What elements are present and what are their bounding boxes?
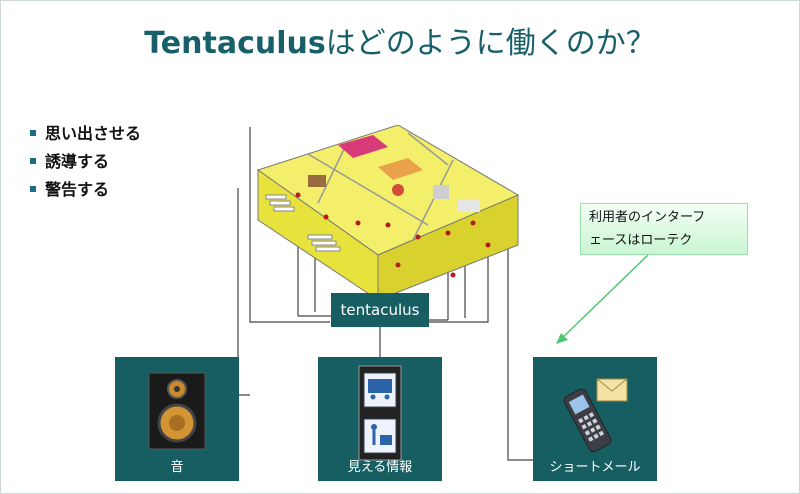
- device-visual-info: 見える情報: [318, 357, 442, 481]
- device-short-mail: ショートメール: [533, 357, 657, 481]
- house-floorplan-image: [256, 125, 520, 301]
- title-main: Tentaculus: [144, 26, 326, 61]
- callout-line: 利用者のインターフ: [589, 210, 706, 225]
- slide-title: Tentaculusはどのように働くのか？: [0, 18, 800, 62]
- title-rest: はどのように働くのか？: [325, 26, 656, 61]
- display-panel-icon: [358, 365, 402, 461]
- bullet-item: 誘導する: [30, 148, 141, 176]
- bullet-text: 誘導する: [45, 152, 110, 171]
- device-label: 音: [170, 460, 184, 475]
- bullet-text: 思い出させる: [45, 124, 142, 143]
- device-label: ショートメール: [549, 460, 641, 475]
- mobile-phone-icon: [563, 378, 628, 453]
- bullet-square-icon: [30, 129, 36, 136]
- bullet-square-icon: [30, 157, 36, 164]
- speaker-icon: [148, 372, 206, 450]
- tentaculus-hub-box: tentaculus: [331, 293, 429, 327]
- callout-box: 利用者のインターフ ェースはローテク: [580, 203, 748, 255]
- device-label: 見える情報: [347, 460, 413, 475]
- bullet-list: 思い出させる 誘導する 警告する: [30, 120, 141, 204]
- bullet-item: 思い出させる: [30, 120, 141, 148]
- callout-line: ェースはローテク: [589, 233, 693, 248]
- bullet-text: 警告する: [45, 180, 110, 199]
- bullet-square-icon: [30, 185, 36, 192]
- device-sound: 音: [115, 357, 239, 481]
- bullet-item: 警告する: [30, 176, 141, 204]
